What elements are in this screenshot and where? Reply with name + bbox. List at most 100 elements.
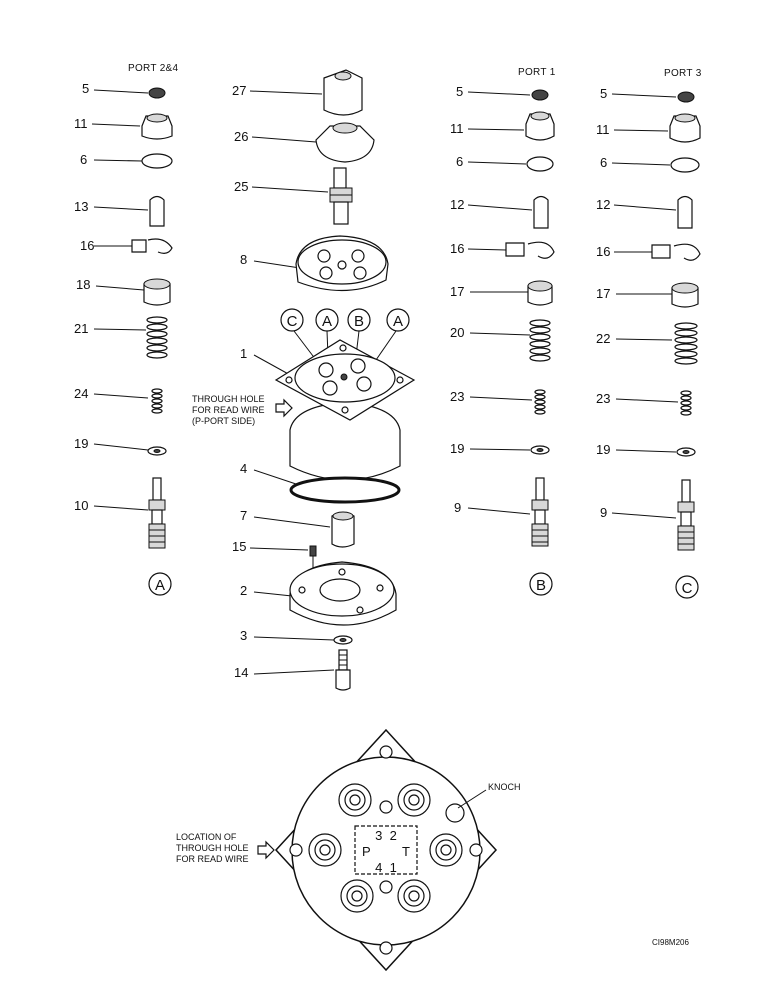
circle-label-a-left-text: A: [155, 577, 165, 594]
callout-center-7: 7: [240, 508, 247, 523]
retainer-clip-part: [673, 243, 701, 261]
callout-center-8: 8: [240, 252, 247, 267]
port-bore: [397, 879, 431, 913]
callout-left-13: 13: [74, 199, 88, 214]
flange-part: [289, 561, 397, 626]
callout-p1-16: 16: [450, 241, 464, 256]
location-note-line1: LOCATION OF: [176, 832, 237, 842]
callout-left-21: 21: [74, 321, 88, 336]
o-ring-part: [670, 157, 700, 173]
callout-p3-12: 12: [596, 197, 610, 212]
port-face-label-plate: [354, 825, 418, 875]
through-hole-note-line2: FOR READ WIRE: [192, 405, 265, 415]
small-spring-part: [680, 390, 692, 416]
callout-p1-11: 11: [450, 121, 464, 136]
callout-p3-5: 5: [600, 86, 607, 101]
small-spring-part: [151, 388, 163, 414]
through-hole-note-line1: THROUGH HOLE: [192, 394, 265, 404]
small-spring-part: [534, 389, 546, 415]
port-face-top-label: 3 2: [375, 828, 397, 843]
port-bore: [429, 833, 463, 867]
callout-left-24: 24: [74, 386, 88, 401]
knoch-label: KNOCH: [488, 782, 521, 792]
return-spring-part: [529, 319, 551, 362]
plate-part: [295, 235, 389, 292]
callout-left-19: 19: [74, 436, 88, 451]
retainer-clip-part: [527, 241, 555, 259]
port-bore: [340, 879, 374, 913]
universal-joint-part: [329, 167, 353, 225]
callout-center-15: 15: [232, 539, 246, 554]
spool-part: [148, 477, 166, 549]
plug-part: [531, 89, 549, 101]
circle-label-c-bottom-text: C: [682, 580, 693, 597]
callout-p3-9: 9: [600, 505, 607, 520]
callout-p1-19: 19: [450, 441, 464, 456]
callout-center-4: 4: [240, 461, 247, 476]
callout-p3-23: 23: [596, 391, 610, 406]
circle-label-b-top: B: [354, 313, 364, 330]
pin-part: [149, 195, 165, 227]
bolt-part: [335, 649, 351, 691]
spring-seat-part: [143, 283, 171, 306]
port-bore: [338, 783, 372, 817]
callout-left-10: 10: [74, 498, 88, 513]
callout-p1-6: 6: [456, 154, 463, 169]
port-bore: [308, 833, 342, 867]
callout-center-26: 26: [234, 129, 248, 144]
pin-part: [677, 195, 693, 229]
circle-label-b-bottom: [529, 572, 553, 596]
callout-p1-23: 23: [450, 389, 464, 404]
callout-p1-9: 9: [454, 500, 461, 515]
return-spring-part: [146, 316, 168, 359]
callout-center-1: 1: [240, 346, 247, 361]
circle-label-c-top: C: [287, 313, 298, 330]
callout-center-3: 3: [240, 628, 247, 643]
callout-p3-16: 16: [596, 244, 610, 259]
callout-p3-22: 22: [596, 331, 610, 346]
callout-center-2: 2: [240, 583, 247, 598]
callout-center-27: 27: [232, 83, 246, 98]
port-face-view: KNOCH 3 2 P T 4 1 LOCATION OF THROUGH HO…: [176, 728, 521, 972]
plug-cap-part: [525, 113, 555, 141]
circle-label-b-bottom-text: B: [536, 577, 546, 594]
callout-left-6: 6: [80, 152, 87, 167]
center-column: 27 26 25 8 C: [192, 69, 416, 691]
circle-label-a-left: [148, 572, 172, 596]
arrow-icon: [257, 840, 275, 860]
o-ring-part: [526, 156, 554, 172]
port-1-header: PORT 1: [518, 67, 556, 78]
o-ring-large-part: [289, 476, 401, 504]
figure-code: CI98M206: [652, 938, 689, 947]
port-bore: [397, 783, 431, 817]
plug-part: [148, 87, 166, 99]
callout-p1-17: 17: [450, 284, 464, 299]
left-column: 5 11 6 13 16 18 21 24: [74, 81, 173, 596]
circle-label-a-top-2: A: [393, 313, 403, 330]
callout-p3-17: 17: [596, 286, 610, 301]
port-face-p-label: P: [362, 844, 371, 859]
plug-part: [677, 91, 695, 103]
location-note-line2: THROUGH HOLE: [176, 843, 249, 853]
callout-center-14: 14: [234, 665, 248, 680]
arrow-icon: [275, 398, 293, 418]
through-hole-note-line3: (P-PORT SIDE): [192, 416, 255, 426]
port-face-t-label: T: [402, 844, 410, 859]
retainer-clip-part: [147, 238, 173, 254]
plug-cap-part: [669, 115, 701, 143]
callout-p1-20: 20: [450, 325, 464, 340]
o-ring-part: [141, 153, 173, 169]
spool-part: [531, 477, 549, 547]
port1-column: 5 11 6 12 16 17 20 23: [450, 84, 555, 596]
return-spring-part: [674, 322, 698, 365]
circle-label-c-bottom: [675, 575, 699, 599]
port-3-header: PORT 3: [664, 68, 702, 79]
callout-p3-6: 6: [600, 155, 607, 170]
port-2-4-header: PORT 2&4: [128, 63, 179, 74]
callout-p3-19: 19: [596, 442, 610, 457]
port3-column: 5 11 6 12 16 17 22 23: [596, 86, 701, 599]
callout-left-18: 18: [76, 277, 90, 292]
callout-left-16: 16: [80, 238, 94, 253]
pin-part: [533, 195, 549, 229]
